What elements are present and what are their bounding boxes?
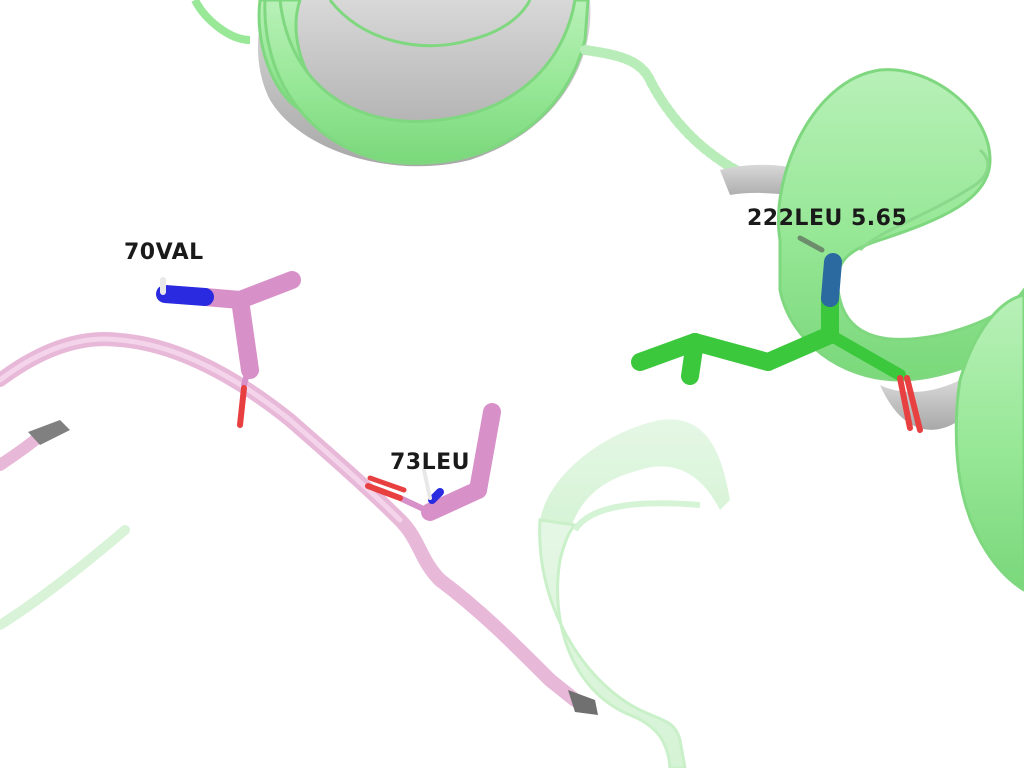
residue-label-73leu: 73LEU — [390, 450, 471, 475]
arrow-head-bottom — [568, 690, 598, 715]
residue-label-70val: 70VAL — [124, 240, 204, 265]
loop-top-right — [580, 45, 785, 182]
residue-label-222leu: 222LEU 5.65 — [747, 206, 908, 231]
strand-left-faded — [0, 525, 130, 630]
residue-222-leu-sticks — [631, 235, 923, 433]
helix-bottom-faded — [538, 419, 730, 768]
loop-pink — [0, 332, 598, 715]
residue-73-leu-sticks — [365, 403, 501, 521]
arrow-head-left — [28, 420, 70, 445]
helix-top — [191, 0, 591, 167]
helix-right — [720, 68, 1024, 592]
residue-70-val-sticks — [156, 271, 301, 428]
